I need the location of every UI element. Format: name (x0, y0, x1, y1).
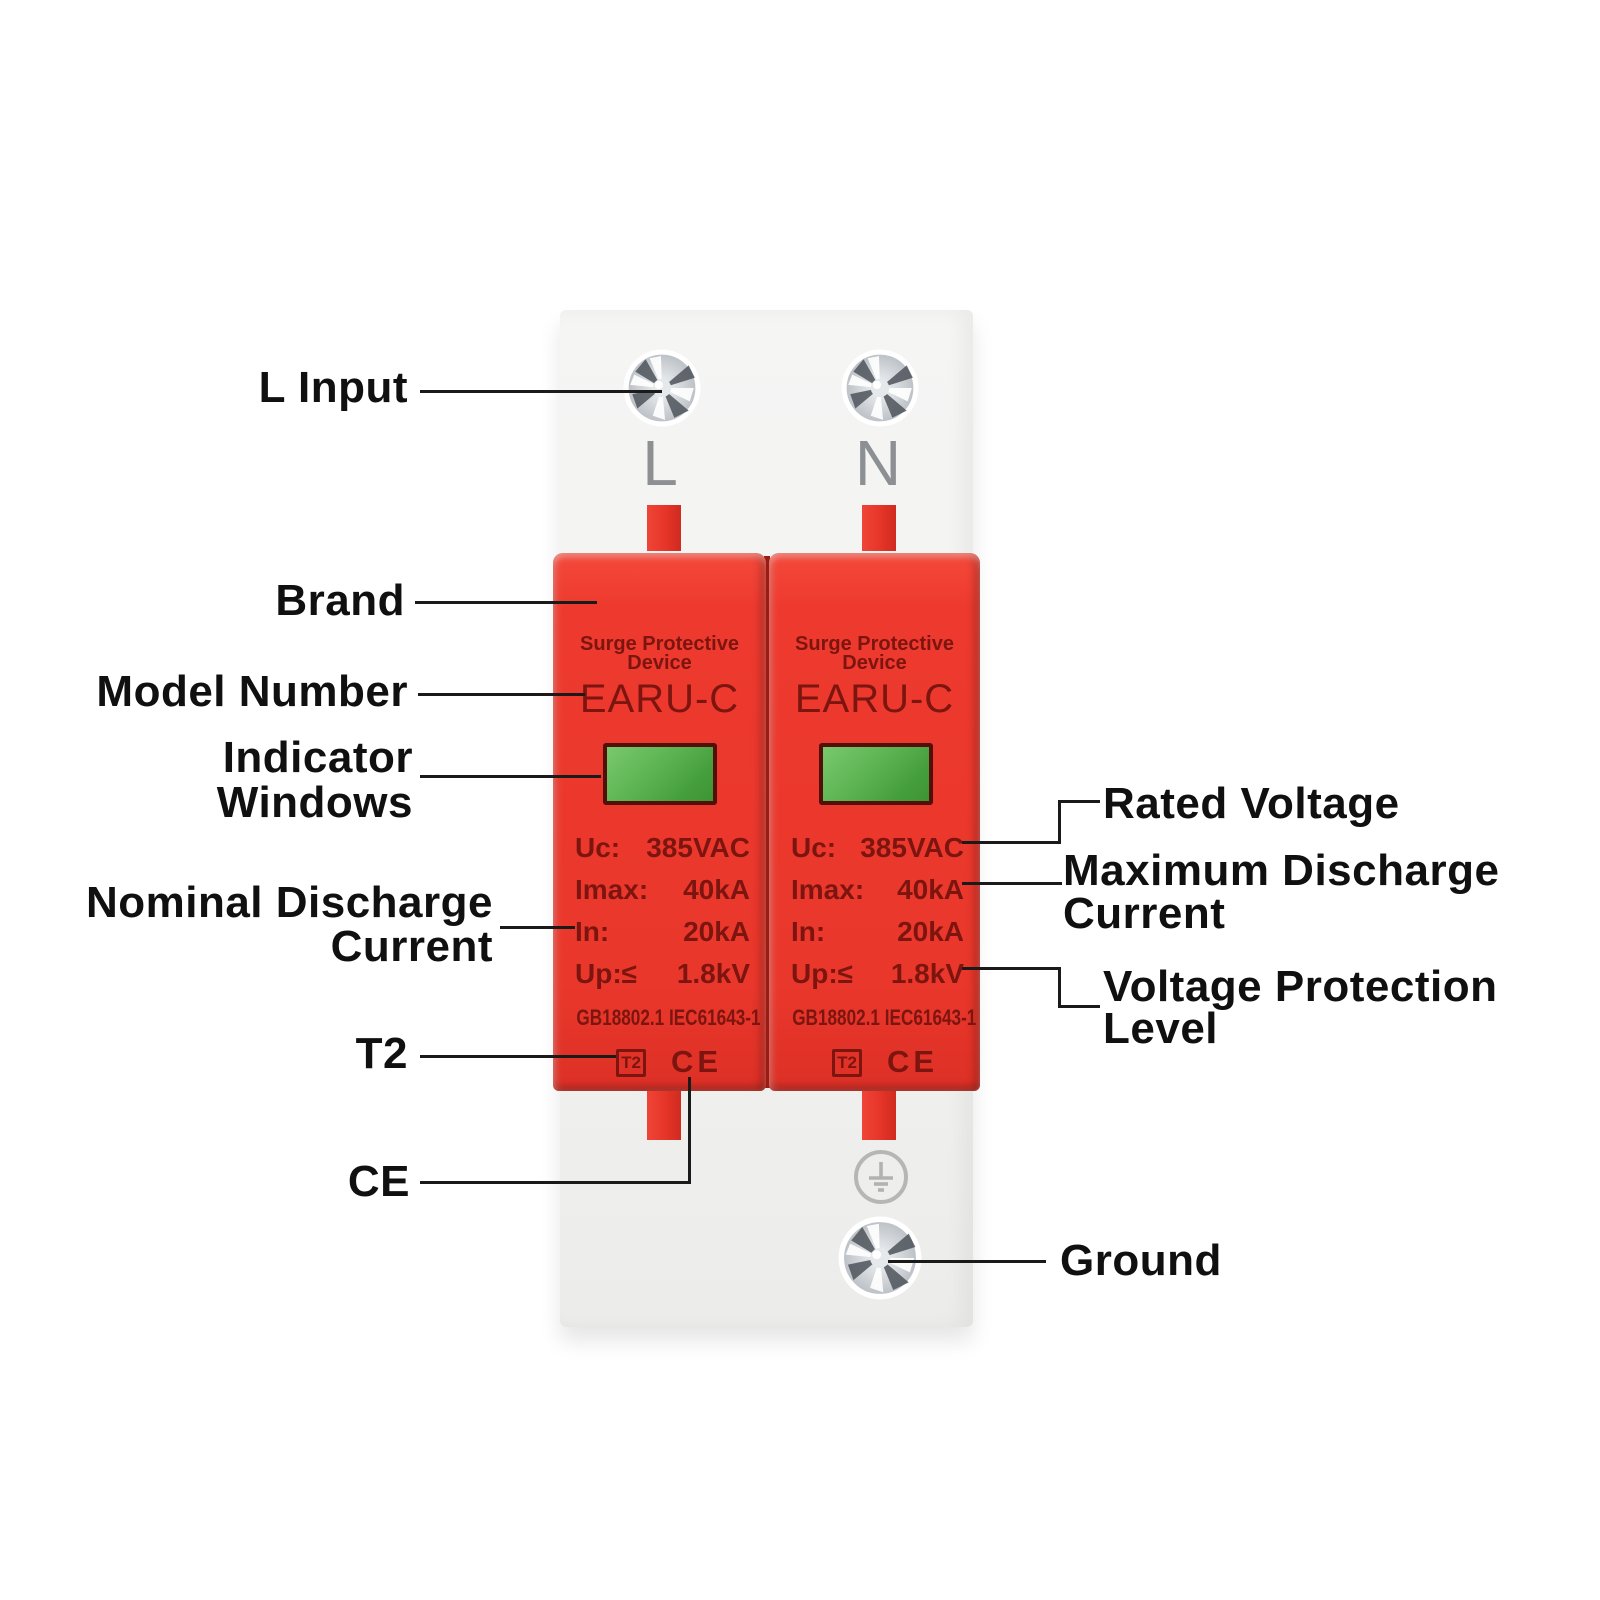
spec-value: 1.8kV (890, 958, 964, 989)
spec-row-up: Up:≤ 1.8kV (769, 953, 980, 995)
module-specs: Uc: 385VAC Imax: 40kA In: 20kA Up:≤ 1.8k… (553, 827, 766, 995)
module-header: Surge Protective Device (769, 633, 980, 674)
module-specs: Uc: 385VAC Imax: 40kA In: 20kA Up:≤ 1.8k… (769, 827, 980, 995)
module-model: EARU-C (794, 677, 955, 721)
spd-module-right: Surge Protective Device EARU-C Uc: 385VA… (769, 553, 980, 1091)
module-tab-top-right (862, 505, 896, 551)
module-header-line1: Surge Protective (795, 633, 954, 655)
terminal-letter-l: L (642, 427, 678, 499)
indicator-window (819, 743, 933, 805)
leader-nominal-discharge (500, 926, 575, 929)
label-maximum-discharge-current: Maximum Discharge Current (1063, 846, 1500, 938)
spec-row-imax: Imax: 40kA (553, 869, 766, 911)
spec-label: Uc: (575, 832, 621, 863)
leader-t2 (420, 1055, 616, 1058)
module-header-line1: Surge Protective (580, 633, 739, 655)
module-divider (764, 556, 770, 1088)
module-standards: GB18802.1 IEC61643-1 (576, 1005, 761, 1030)
label-indicator-windows: Indicator Windows (217, 735, 413, 825)
module-model: EARU-C (579, 677, 740, 721)
leader-rated-voltage-h2 (1058, 800, 1100, 803)
label-nominal-line2: Current (330, 922, 493, 971)
spd-module-left: Surge Protective Device EARU-C Uc: 385VA… (553, 553, 766, 1091)
leader-l-input (420, 390, 662, 393)
spec-label: Uc: (791, 832, 837, 863)
spec-label: Up:≤ (575, 958, 638, 989)
terminal-letter-n: N (854, 427, 902, 499)
t2-class-mark: T2 (616, 1049, 646, 1077)
spec-value: 40kA (897, 874, 964, 905)
spec-label: Imax: (575, 874, 649, 905)
t2-class-mark: T2 (832, 1049, 862, 1077)
leader-ground (888, 1260, 1046, 1263)
leader-ce-h (420, 1181, 691, 1184)
module-header: Surge Protective Device (553, 633, 766, 674)
label-brand: Brand (275, 576, 405, 625)
terminal-screw-l-icon (623, 349, 701, 427)
module-standards: GB18802.1 IEC61643-1 (792, 1005, 977, 1030)
spec-label: Imax: (791, 874, 865, 905)
indicator-window (603, 743, 717, 805)
label-voltage-protection-line2: Level (1103, 1004, 1219, 1053)
ce-mark: CE (671, 1044, 723, 1079)
leader-voltage-protection-h1 (962, 967, 1061, 970)
leader-indicator-windows (420, 775, 601, 778)
spec-label: In: (575, 916, 610, 947)
label-rated-voltage: Rated Voltage (1103, 779, 1400, 828)
label-ground: Ground (1060, 1236, 1222, 1285)
spec-value: 40kA (683, 874, 750, 905)
leader-brand (415, 601, 597, 604)
leader-rated-voltage-v (1058, 800, 1061, 844)
label-nominal-discharge-current: Nominal Discharge Current (86, 881, 493, 969)
ce-mark: CE (887, 1044, 939, 1079)
terminal-screw-n-icon (841, 349, 919, 427)
spec-label: Up:≤ (791, 958, 854, 989)
leader-maximum-discharge (962, 882, 1062, 885)
module-header-line2: Device (627, 652, 692, 674)
spec-value: 385VAC (860, 832, 964, 863)
spec-value: 20kA (897, 916, 964, 947)
label-t2: T2 (355, 1029, 408, 1078)
ground-screw-icon (838, 1216, 922, 1300)
label-maximum-line1: Maximum Discharge (1063, 846, 1500, 895)
module-tab-bottom-right (862, 1090, 896, 1140)
spec-row-in: In: 20kA (553, 911, 766, 953)
leader-rated-voltage-h1 (962, 841, 1061, 844)
leader-voltage-protection-v (1058, 967, 1061, 1008)
module-tab-top-left (647, 505, 681, 551)
module-tab-bottom-left (647, 1090, 681, 1140)
spec-row-uc: Uc: 385VAC (553, 827, 766, 869)
spec-row-in: In: 20kA (769, 911, 980, 953)
label-maximum-line2: Current (1063, 889, 1226, 938)
spec-value: 385VAC (646, 832, 750, 863)
spec-value: 20kA (683, 916, 750, 947)
label-ce: CE (347, 1157, 410, 1206)
label-nominal-line1: Nominal Discharge (85, 878, 493, 927)
leader-voltage-protection-h2 (1058, 1005, 1100, 1008)
label-model-number: Model Number (96, 667, 408, 716)
label-voltage-protection-level: Voltage Protection Level (1103, 962, 1498, 1053)
spec-value: 1.8kV (676, 958, 750, 989)
label-indicator-windows-line1: Indicator (222, 733, 413, 782)
spec-row-imax: Imax: 40kA (769, 869, 980, 911)
spec-row-uc: Uc: 385VAC (769, 827, 980, 869)
leader-ce-v (688, 1077, 691, 1184)
module-header-line2: Device (842, 652, 907, 674)
label-indicator-windows-line2: Windows (216, 778, 413, 827)
spec-row-up: Up:≤ 1.8kV (553, 953, 766, 995)
label-l-input: L Input (258, 363, 408, 412)
label-voltage-protection-line1: Voltage Protection (1103, 962, 1498, 1011)
spec-label: In: (791, 916, 826, 947)
leader-model-number (418, 693, 585, 696)
ground-symbol-icon (854, 1150, 908, 1204)
